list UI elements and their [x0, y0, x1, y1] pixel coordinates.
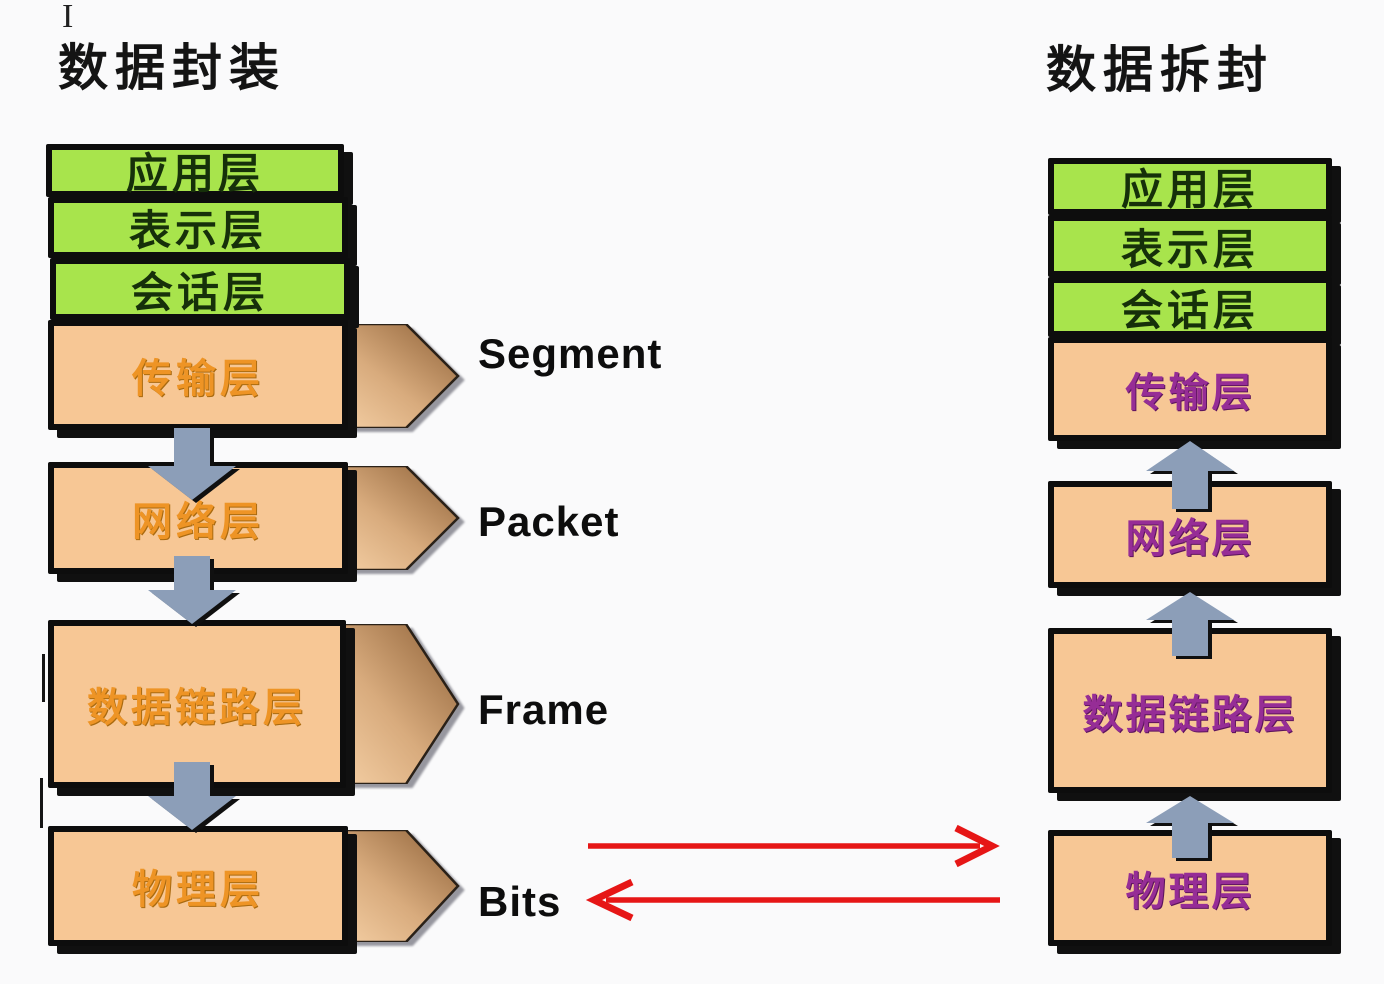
- left-layer-presentation-label: 表示层: [128, 207, 267, 254]
- left-layer-network-label: 网络层: [132, 500, 264, 544]
- left-layer-application-label: 应用层: [125, 150, 264, 197]
- pdu-arrow-icon: [344, 324, 460, 428]
- up-arrow-icon: [1146, 796, 1234, 858]
- stray-mark: [40, 778, 43, 828]
- right-layer-application-label: 应用层: [1120, 166, 1259, 213]
- pdu-arrow-icon: [344, 624, 460, 784]
- right-layer-network-label: 网络层: [1125, 516, 1255, 561]
- right-layer-session-label: 会话层: [1120, 286, 1259, 334]
- left-layer-session: 会话层: [50, 258, 350, 320]
- right-layer-presentation: 表示层: [1048, 215, 1332, 277]
- right-layer-network: 网络层: [1048, 481, 1332, 588]
- up-arrow-icon: [1146, 592, 1234, 656]
- left-layer-physical-label: 物理层: [132, 868, 264, 912]
- text-cursor-icon: I: [62, 0, 74, 35]
- right-layer-session: 会话层: [1048, 277, 1332, 337]
- right-layer-datalink: 数据链路层: [1048, 628, 1332, 793]
- right-layer-presentation-label: 表示层: [1120, 225, 1259, 273]
- up-arrow-icon: [1146, 441, 1234, 509]
- down-arrow-icon: [148, 762, 236, 830]
- pdu-label-frame: Frame: [478, 686, 610, 733]
- pdu-arrow-icon: [344, 830, 460, 942]
- left-layer-transport-label: 传输层: [132, 357, 264, 401]
- right-layer-application: 应用层: [1048, 158, 1332, 215]
- left-layer-session-label: 会话层: [130, 268, 269, 316]
- pdu-label-segment: Segment: [478, 330, 663, 377]
- left-layer-application: 应用层: [46, 144, 344, 197]
- red-arrow-right-icon: [585, 824, 1000, 922]
- left-layer-physical: 物理层: [48, 826, 348, 946]
- right-panel-title: 数据拆封: [1046, 42, 1274, 98]
- left-layer-presentation: 表示层: [48, 197, 348, 258]
- left-layer-datalink-label: 数据链路层: [87, 686, 307, 730]
- stray-mark: [42, 654, 45, 702]
- left-layer-transport: 传输层: [48, 320, 348, 430]
- left-panel-title: 数据封装: [58, 40, 286, 96]
- right-layer-transport-label: 传输层: [1125, 371, 1255, 415]
- down-arrow-icon: [148, 428, 236, 500]
- pdu-label-packet: Packet: [478, 498, 620, 545]
- pdu-arrow-icon: [344, 466, 460, 570]
- right-layer-physical-label: 物理层: [1125, 870, 1255, 914]
- pdu-label-bits: Bits: [478, 878, 562, 925]
- down-arrow-icon: [148, 556, 236, 624]
- right-layer-transport: 传输层: [1048, 337, 1332, 441]
- right-layer-datalink-label: 数据链路层: [1082, 692, 1298, 737]
